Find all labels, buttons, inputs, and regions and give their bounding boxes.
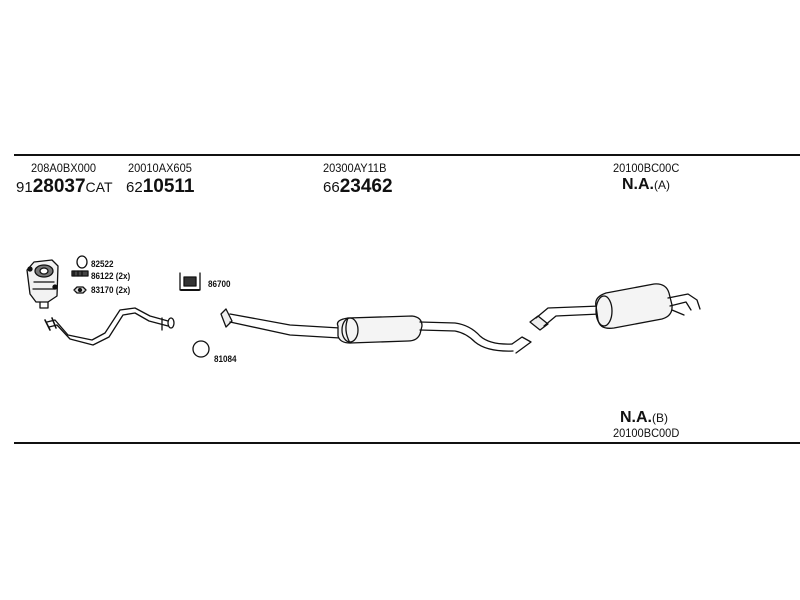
bottom-rule bbox=[14, 442, 800, 444]
variant-text: (A) bbox=[654, 178, 670, 192]
rear-silencer-icon bbox=[529, 283, 701, 331]
nut-icon bbox=[73, 286, 87, 294]
article-main: 28037 bbox=[32, 176, 86, 197]
bolt-icon bbox=[71, 270, 89, 277]
article-number-col3: 6623462 bbox=[323, 177, 393, 196]
article-prefix: 91 bbox=[16, 179, 33, 196]
part-label-ring: 81084 bbox=[214, 354, 237, 364]
na-text: N.A. bbox=[620, 409, 652, 426]
article-suffix: CAT bbox=[85, 179, 113, 195]
clamp-icon bbox=[179, 272, 201, 291]
oe-number-col3: 20300AY11B bbox=[323, 161, 387, 175]
front-pipe-icon bbox=[44, 307, 175, 346]
article-number-col2: 6210511 bbox=[126, 177, 194, 196]
part-label-clamp: 86700 bbox=[208, 279, 231, 289]
part-label-nut: 83170 (2x) bbox=[91, 285, 131, 295]
na-label-bottom: N.A.(B) bbox=[620, 410, 668, 426]
variant-text: (B) bbox=[652, 411, 668, 425]
gasket-icon bbox=[76, 255, 88, 269]
article-prefix: 62 bbox=[126, 179, 143, 196]
article-prefix: 66 bbox=[323, 179, 340, 196]
part-label-gasket-1: 82522 bbox=[91, 259, 114, 269]
part-label-bolt: 86122 (2x) bbox=[91, 271, 131, 281]
top-rule bbox=[14, 154, 800, 156]
na-label-col4: N.A.(A) bbox=[622, 177, 670, 193]
oe-number-bottom: 20100BC00D bbox=[613, 426, 680, 440]
na-text: N.A. bbox=[622, 176, 654, 193]
article-main: 23462 bbox=[339, 176, 393, 197]
middle-silencer-icon bbox=[220, 308, 532, 354]
catalytic-converter-icon bbox=[26, 259, 59, 309]
oe-number-col2: 20010AX605 bbox=[128, 161, 192, 175]
article-number-col1: 9128037CAT bbox=[16, 177, 113, 196]
oe-number-col4: 20100BC00C bbox=[613, 161, 680, 175]
oe-number-col1: 208A0BX000 bbox=[31, 161, 97, 175]
sealing-ring-icon bbox=[192, 340, 210, 358]
article-main: 10511 bbox=[142, 176, 195, 197]
